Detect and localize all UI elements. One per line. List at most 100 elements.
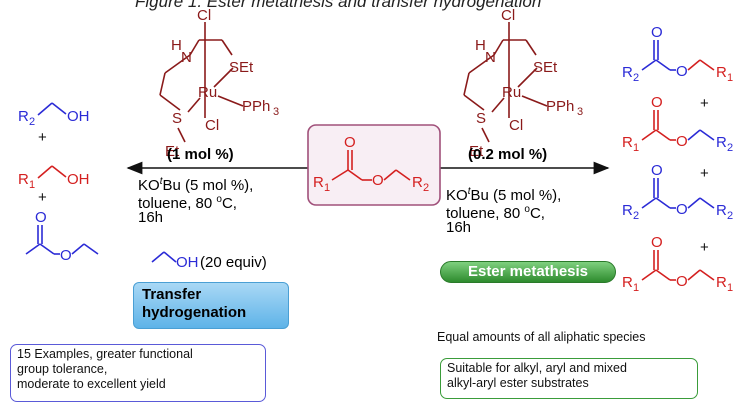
r-label: R bbox=[716, 274, 727, 291]
summary-line: alkyl-aryl ester substrates bbox=[447, 376, 589, 390]
catalyst-right-labels: H N Cl SEt S Et Ru Cl PPh 3 bbox=[469, 7, 583, 160]
bond-line bbox=[655, 59, 671, 71]
ethanol-reagent bbox=[151, 251, 177, 263]
ester-metathesis-badge: Ester metathesis bbox=[440, 261, 616, 283]
right-time: 16h bbox=[446, 219, 472, 236]
hydroxyl-label: OH bbox=[67, 171, 90, 188]
ester-oxygen-label: O bbox=[60, 247, 72, 264]
summary-line: 15 Examples, greater functional bbox=[17, 347, 193, 361]
ester-oxygen-label: O bbox=[676, 63, 688, 80]
r-subscript: 2 bbox=[727, 142, 733, 154]
r-subscript: 2 bbox=[633, 72, 639, 84]
ester-oxygen-label: O bbox=[676, 201, 688, 218]
right-solvent: toluene, 80 oC, bbox=[446, 204, 545, 222]
pph3-label: PPh bbox=[242, 98, 270, 115]
bond-line bbox=[699, 269, 715, 281]
set-label: SEt bbox=[229, 59, 254, 76]
r-subscript: 1 bbox=[633, 282, 639, 294]
bond-line bbox=[641, 129, 657, 141]
ethyl-label: Et bbox=[165, 143, 180, 160]
sulfur-label: S bbox=[172, 110, 182, 127]
bond-line bbox=[641, 269, 657, 281]
right-summary-box: Suitable for alkyl, aryl and mixed alkyl… bbox=[440, 358, 698, 399]
set-label: SEt bbox=[533, 59, 558, 76]
pph3-subscript: 3 bbox=[273, 106, 279, 118]
r1-subscript: 1 bbox=[324, 182, 330, 194]
r-subscript: 1 bbox=[727, 282, 733, 294]
bond-line bbox=[687, 197, 701, 209]
bond-line bbox=[655, 269, 671, 281]
summary-line: moderate to excellent yield bbox=[17, 377, 166, 391]
bond-line bbox=[699, 129, 715, 141]
r-subscript: 2 bbox=[633, 210, 639, 222]
carbonyl-oxygen-label: O bbox=[651, 94, 663, 111]
equal-amounts-note: Equal amounts of all aliphatic species bbox=[437, 330, 646, 344]
chloride-top-label: Cl bbox=[197, 7, 211, 24]
right-base: KOtBu (5 mol %), bbox=[446, 186, 562, 204]
bond-line bbox=[699, 59, 715, 71]
catalyst-right bbox=[463, 22, 548, 143]
transfer-hydrogenation-badge: Transfer hydrogenation bbox=[133, 282, 289, 329]
carbonyl-oxygen-label: O bbox=[651, 24, 663, 41]
ethanol-oh-label: OH bbox=[176, 254, 199, 271]
chloride-bottom-label: Cl bbox=[205, 117, 219, 134]
bond-line bbox=[687, 129, 701, 141]
r1-label: R bbox=[313, 174, 324, 191]
r-subscript: 1 bbox=[727, 72, 733, 84]
ethyl-label: Et bbox=[469, 143, 484, 160]
r-label: R bbox=[716, 64, 727, 81]
plus-sign: + bbox=[700, 165, 709, 182]
summary-line: Suitable for alkyl, aryl and mixed bbox=[447, 361, 627, 375]
bond-line bbox=[655, 129, 671, 141]
r-subscript: 1 bbox=[633, 142, 639, 154]
badge-line: hydrogenation bbox=[142, 304, 247, 321]
plus-sign: + bbox=[700, 239, 709, 256]
left-summary-box: 15 Examples, greater functional group to… bbox=[10, 344, 266, 402]
left-catalyst-loading: (1 mol %) bbox=[167, 146, 234, 163]
substrate-labels: R 1 O O R 2 bbox=[313, 134, 429, 194]
figure-title: Figure 1. Ester metathesis and transfer … bbox=[135, 0, 542, 11]
catalyst-left-labels: H N Cl SEt S Et Ru Cl PPh 3 bbox=[165, 7, 279, 160]
chloride-bottom-label: Cl bbox=[509, 117, 523, 134]
carbonyl-oxygen-label: O bbox=[35, 209, 47, 226]
r1-subscript: 1 bbox=[29, 179, 35, 191]
nitrogen-label: N bbox=[485, 49, 496, 66]
pph3-subscript: 3 bbox=[577, 106, 583, 118]
left-solvent: toluene, 80 oC, bbox=[138, 194, 237, 212]
carbonyl-oxygen-label: O bbox=[651, 162, 663, 179]
bond-line bbox=[641, 59, 657, 71]
r-label: R bbox=[622, 202, 633, 219]
bond-line bbox=[687, 269, 701, 281]
badge-line: Transfer bbox=[142, 286, 202, 303]
chloride-top-label: Cl bbox=[501, 7, 515, 24]
substrate-ester bbox=[331, 150, 411, 181]
bond-line bbox=[641, 197, 657, 209]
hydrogen-label: H bbox=[475, 37, 486, 54]
r2-subscript: 2 bbox=[29, 116, 35, 128]
r-label: R bbox=[622, 274, 633, 291]
r2-subscript: 2 bbox=[423, 182, 429, 194]
r1-label: R bbox=[18, 171, 29, 188]
bond-line bbox=[687, 59, 701, 71]
r-label: R bbox=[622, 64, 633, 81]
left-base: KOtBu (5 mol %), bbox=[138, 176, 254, 194]
left-product-ethyl-acetate: O O bbox=[25, 209, 99, 264]
substrate-box bbox=[307, 124, 441, 206]
right-catalyst-loading: (0.2 mol %) bbox=[468, 146, 548, 163]
r-label: R bbox=[622, 134, 633, 151]
left-product-1: R 2 OH bbox=[18, 102, 90, 128]
ester-oxygen-label: O bbox=[676, 133, 688, 150]
ester-oxygen-label: O bbox=[372, 172, 384, 189]
left-time: 16h bbox=[138, 209, 164, 226]
hydrogen-label: H bbox=[171, 37, 182, 54]
carbonyl-oxygen-label: O bbox=[651, 234, 663, 251]
carbonyl-oxygen-label: O bbox=[344, 134, 356, 151]
plus-sign: + bbox=[38, 189, 47, 206]
catalyst-left bbox=[159, 22, 244, 143]
ruthenium-label: Ru bbox=[198, 84, 217, 101]
ethanol-equiv: (20 equiv) bbox=[200, 254, 267, 271]
